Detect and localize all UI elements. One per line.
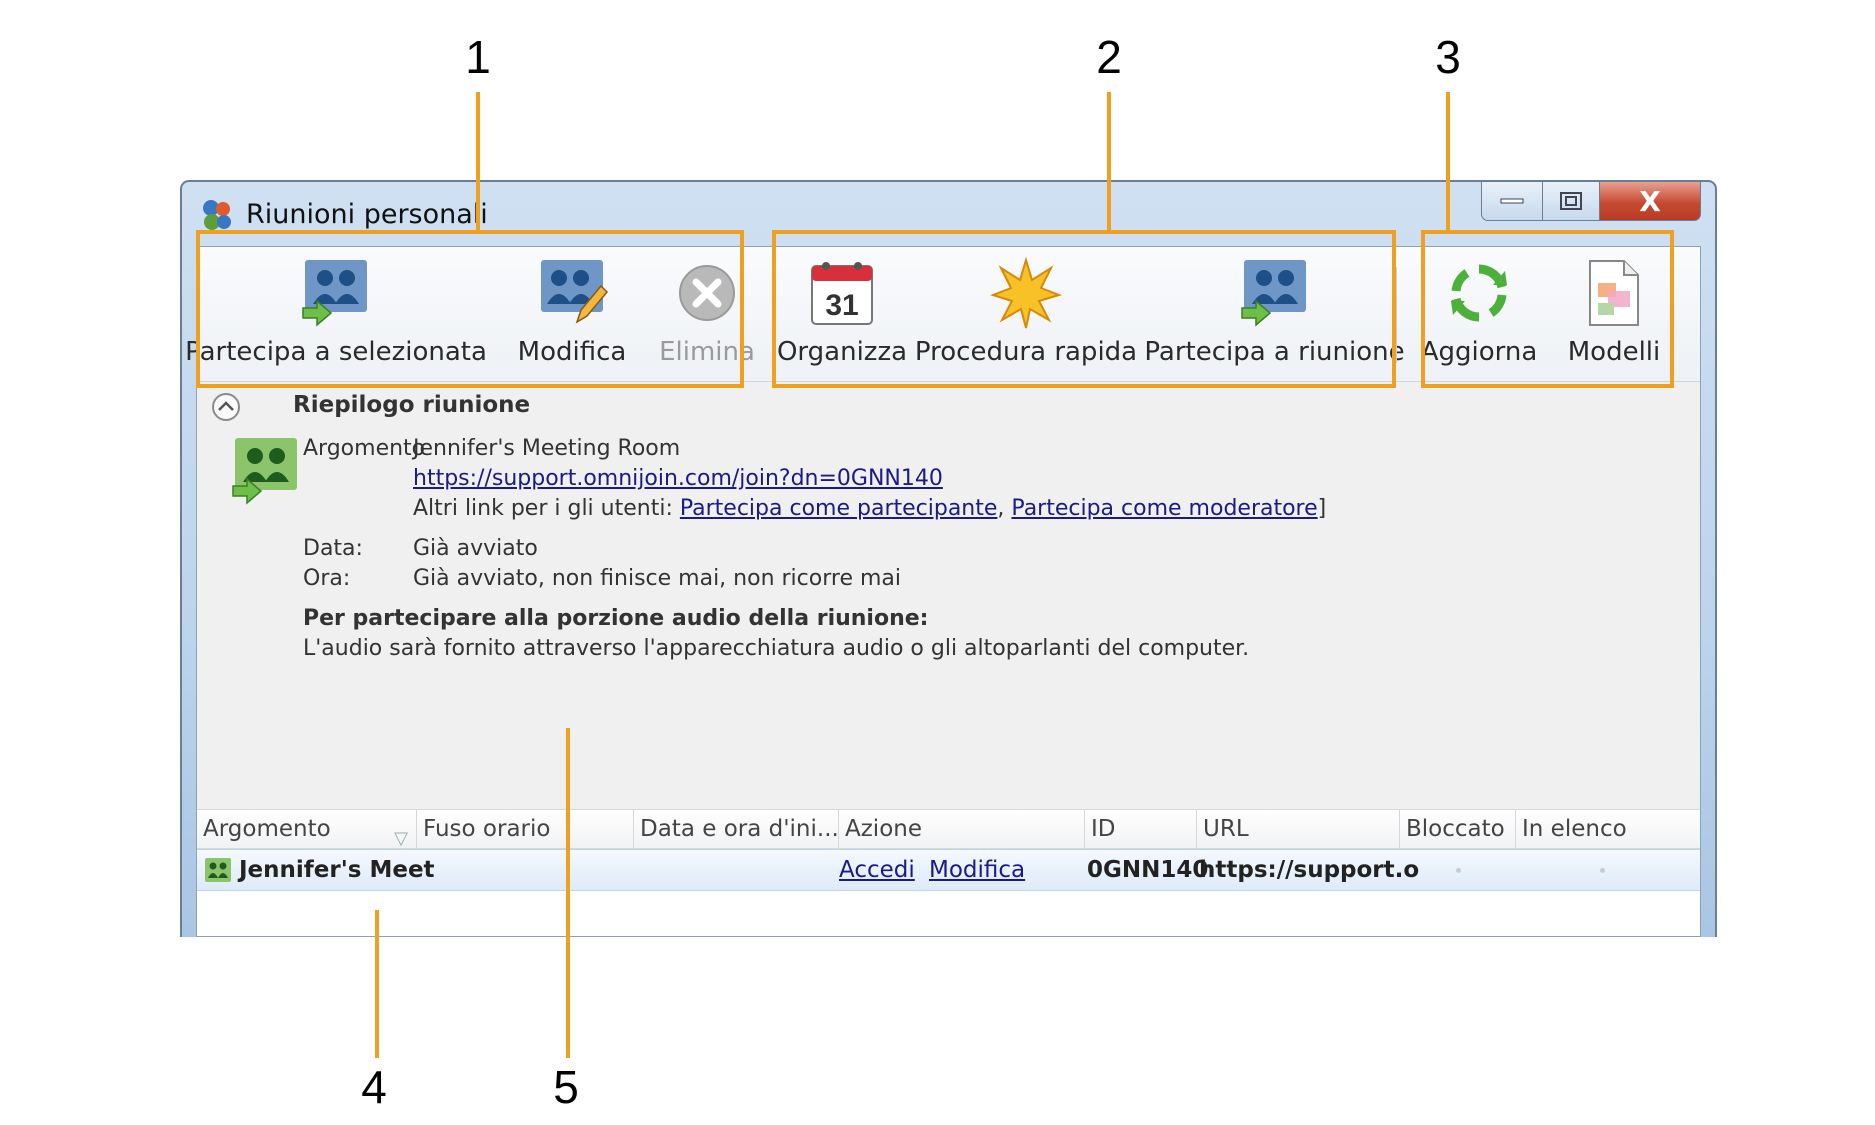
delete-icon bbox=[679, 265, 735, 321]
callout-line-1 bbox=[476, 92, 480, 230]
callout-box-1 bbox=[196, 230, 744, 388]
date-label: Data: bbox=[303, 536, 363, 561]
meeting-room-icon bbox=[232, 438, 297, 505]
date-value: Già avviato bbox=[413, 536, 538, 561]
schedule-label: Organizza bbox=[776, 337, 908, 367]
topic-value: Jennifer's Meeting Room bbox=[413, 436, 681, 461]
calendar-day-number: 31 bbox=[825, 289, 858, 322]
schedule-button[interactable]: 31 Organizza bbox=[777, 257, 907, 377]
summary-heading: Riepilogo riunione bbox=[293, 392, 531, 418]
callout-number-4: 4 bbox=[361, 1061, 387, 1113]
join-meeting-label: Partecipa a riunione bbox=[1144, 337, 1405, 367]
refresh-icon bbox=[1451, 264, 1507, 322]
table-row[interactable]: Jennifer's Meet Accedi Modifica 0GNN140 … bbox=[197, 849, 1700, 891]
callout-line-3 bbox=[1446, 92, 1450, 230]
meeting-summary-panel: Riepilogo riunione Argomento Jennifer's … bbox=[197, 382, 1700, 808]
templates-icon bbox=[1589, 260, 1639, 326]
grid-header: Argomento ▽ Fuso orario Data e ora d'ini… bbox=[197, 809, 1700, 849]
refresh-label: Aggiorna bbox=[1420, 337, 1538, 367]
join-as-moderator-link[interactable]: Partecipa come moderatore bbox=[1011, 496, 1318, 521]
sort-indicator-icon: ▽ bbox=[394, 828, 408, 849]
toolbar-separator bbox=[1396, 267, 1397, 363]
edit-button[interactable]: Modifica bbox=[497, 257, 647, 377]
starburst-icon bbox=[989, 256, 1063, 329]
listed-indicator bbox=[1600, 868, 1605, 873]
delete-label: Elimina bbox=[659, 337, 755, 367]
column-header-label: Argomento bbox=[203, 816, 331, 842]
app-logo-icon bbox=[203, 200, 231, 230]
other-links-label: Altri link per i gli utenti: bbox=[413, 496, 673, 521]
join-selected-icon bbox=[302, 260, 367, 327]
row-id: 0GNN140 bbox=[1087, 857, 1209, 883]
maximize-button[interactable] bbox=[1543, 182, 1600, 221]
calendar-icon: 31 bbox=[811, 262, 873, 325]
row-url: https://support.o bbox=[1199, 857, 1420, 883]
client-area: Partecipa a selezionata Modifica bbox=[185, 246, 1701, 937]
edit-meeting-icon bbox=[541, 260, 609, 324]
column-header-topic[interactable]: Argomento ▽ bbox=[197, 810, 417, 849]
collapse-icon[interactable] bbox=[211, 392, 241, 422]
topic-label: Argomento bbox=[303, 436, 426, 461]
meetings-grid: Argomento ▽ Fuso orario Data e ora d'ini… bbox=[197, 809, 1700, 936]
meeting-row-icon bbox=[205, 858, 231, 882]
templates-label: Modelli bbox=[1567, 337, 1661, 367]
column-header-listed[interactable]: In elenco bbox=[1522, 816, 1627, 842]
row-topic: Jennifer's Meet bbox=[239, 857, 435, 883]
callout-line-4 bbox=[375, 910, 379, 1058]
quick-start-label: Procedura rapida bbox=[914, 337, 1138, 367]
toolbar: Partecipa a selezionata Modifica bbox=[185, 247, 1700, 382]
callout-number-2: 2 bbox=[1096, 31, 1122, 83]
row-edit-link[interactable]: Modifica bbox=[929, 857, 1026, 883]
locked-indicator bbox=[1456, 868, 1461, 873]
quick-start-button[interactable]: Procedura rapida bbox=[915, 256, 1137, 377]
audio-text: L'audio sarà fornito attraverso l'appare… bbox=[303, 636, 1250, 661]
join-selected-button[interactable]: Partecipa a selezionata bbox=[185, 257, 487, 377]
link-separator: , bbox=[997, 496, 1005, 521]
window-controls: X bbox=[1481, 182, 1701, 222]
meeting-url-link[interactable]: https://support.omnijoin.com/join?dn=0GN… bbox=[413, 466, 943, 491]
personal-meetings-window: Riunioni personali X bbox=[180, 180, 1717, 937]
callout-number-5: 5 bbox=[553, 1061, 579, 1113]
join-selected-label: Partecipa a selezionata bbox=[185, 337, 487, 367]
callout-number-3: 3 bbox=[1435, 31, 1461, 83]
close-button[interactable]: X bbox=[1600, 182, 1701, 221]
column-header-id[interactable]: ID bbox=[1085, 810, 1197, 848]
title-bar[interactable]: Riunioni personali X bbox=[182, 182, 1715, 244]
time-value: Già avviato, non finisce mai, non ricorr… bbox=[413, 566, 901, 591]
column-header-url[interactable]: URL bbox=[1197, 810, 1400, 848]
callout-box-3 bbox=[1421, 230, 1674, 388]
audio-heading: Per partecipare alla porzione audio dell… bbox=[303, 606, 929, 631]
column-header-timezone[interactable]: Fuso orario bbox=[417, 810, 634, 848]
row-access-link[interactable]: Accedi bbox=[839, 857, 915, 883]
link-close-bracket: ] bbox=[1317, 496, 1327, 521]
other-links-line: Altri link per i gli utenti: Partecipa c… bbox=[413, 496, 1326, 521]
callout-box-2 bbox=[772, 230, 1396, 388]
callout-line-5 bbox=[566, 728, 570, 1058]
join-as-participant-link[interactable]: Partecipa come partecipante bbox=[679, 496, 998, 521]
close-icon: X bbox=[1639, 184, 1661, 218]
column-header-locked[interactable]: Bloccato bbox=[1400, 810, 1516, 848]
delete-button[interactable]: Elimina bbox=[652, 257, 762, 377]
minimize-button[interactable] bbox=[1481, 182, 1543, 221]
callout-line-2 bbox=[1107, 92, 1111, 230]
join-meeting-icon bbox=[1240, 260, 1306, 327]
join-meeting-button[interactable]: Partecipa a riunione bbox=[1144, 257, 1405, 377]
window-title: Riunioni personali bbox=[246, 199, 488, 230]
time-label: Ora: bbox=[303, 566, 351, 591]
templates-button[interactable]: Modelli bbox=[1559, 257, 1669, 377]
column-header-action[interactable]: Azione bbox=[839, 810, 1085, 848]
column-header-start[interactable]: Data e ora d'ini... bbox=[634, 810, 839, 848]
edit-label: Modifica bbox=[517, 337, 627, 367]
refresh-button[interactable]: Aggiorna bbox=[1419, 257, 1539, 377]
callout-number-1: 1 bbox=[465, 31, 491, 83]
restore-icon bbox=[1560, 192, 1582, 210]
minimize-icon bbox=[1500, 198, 1524, 204]
